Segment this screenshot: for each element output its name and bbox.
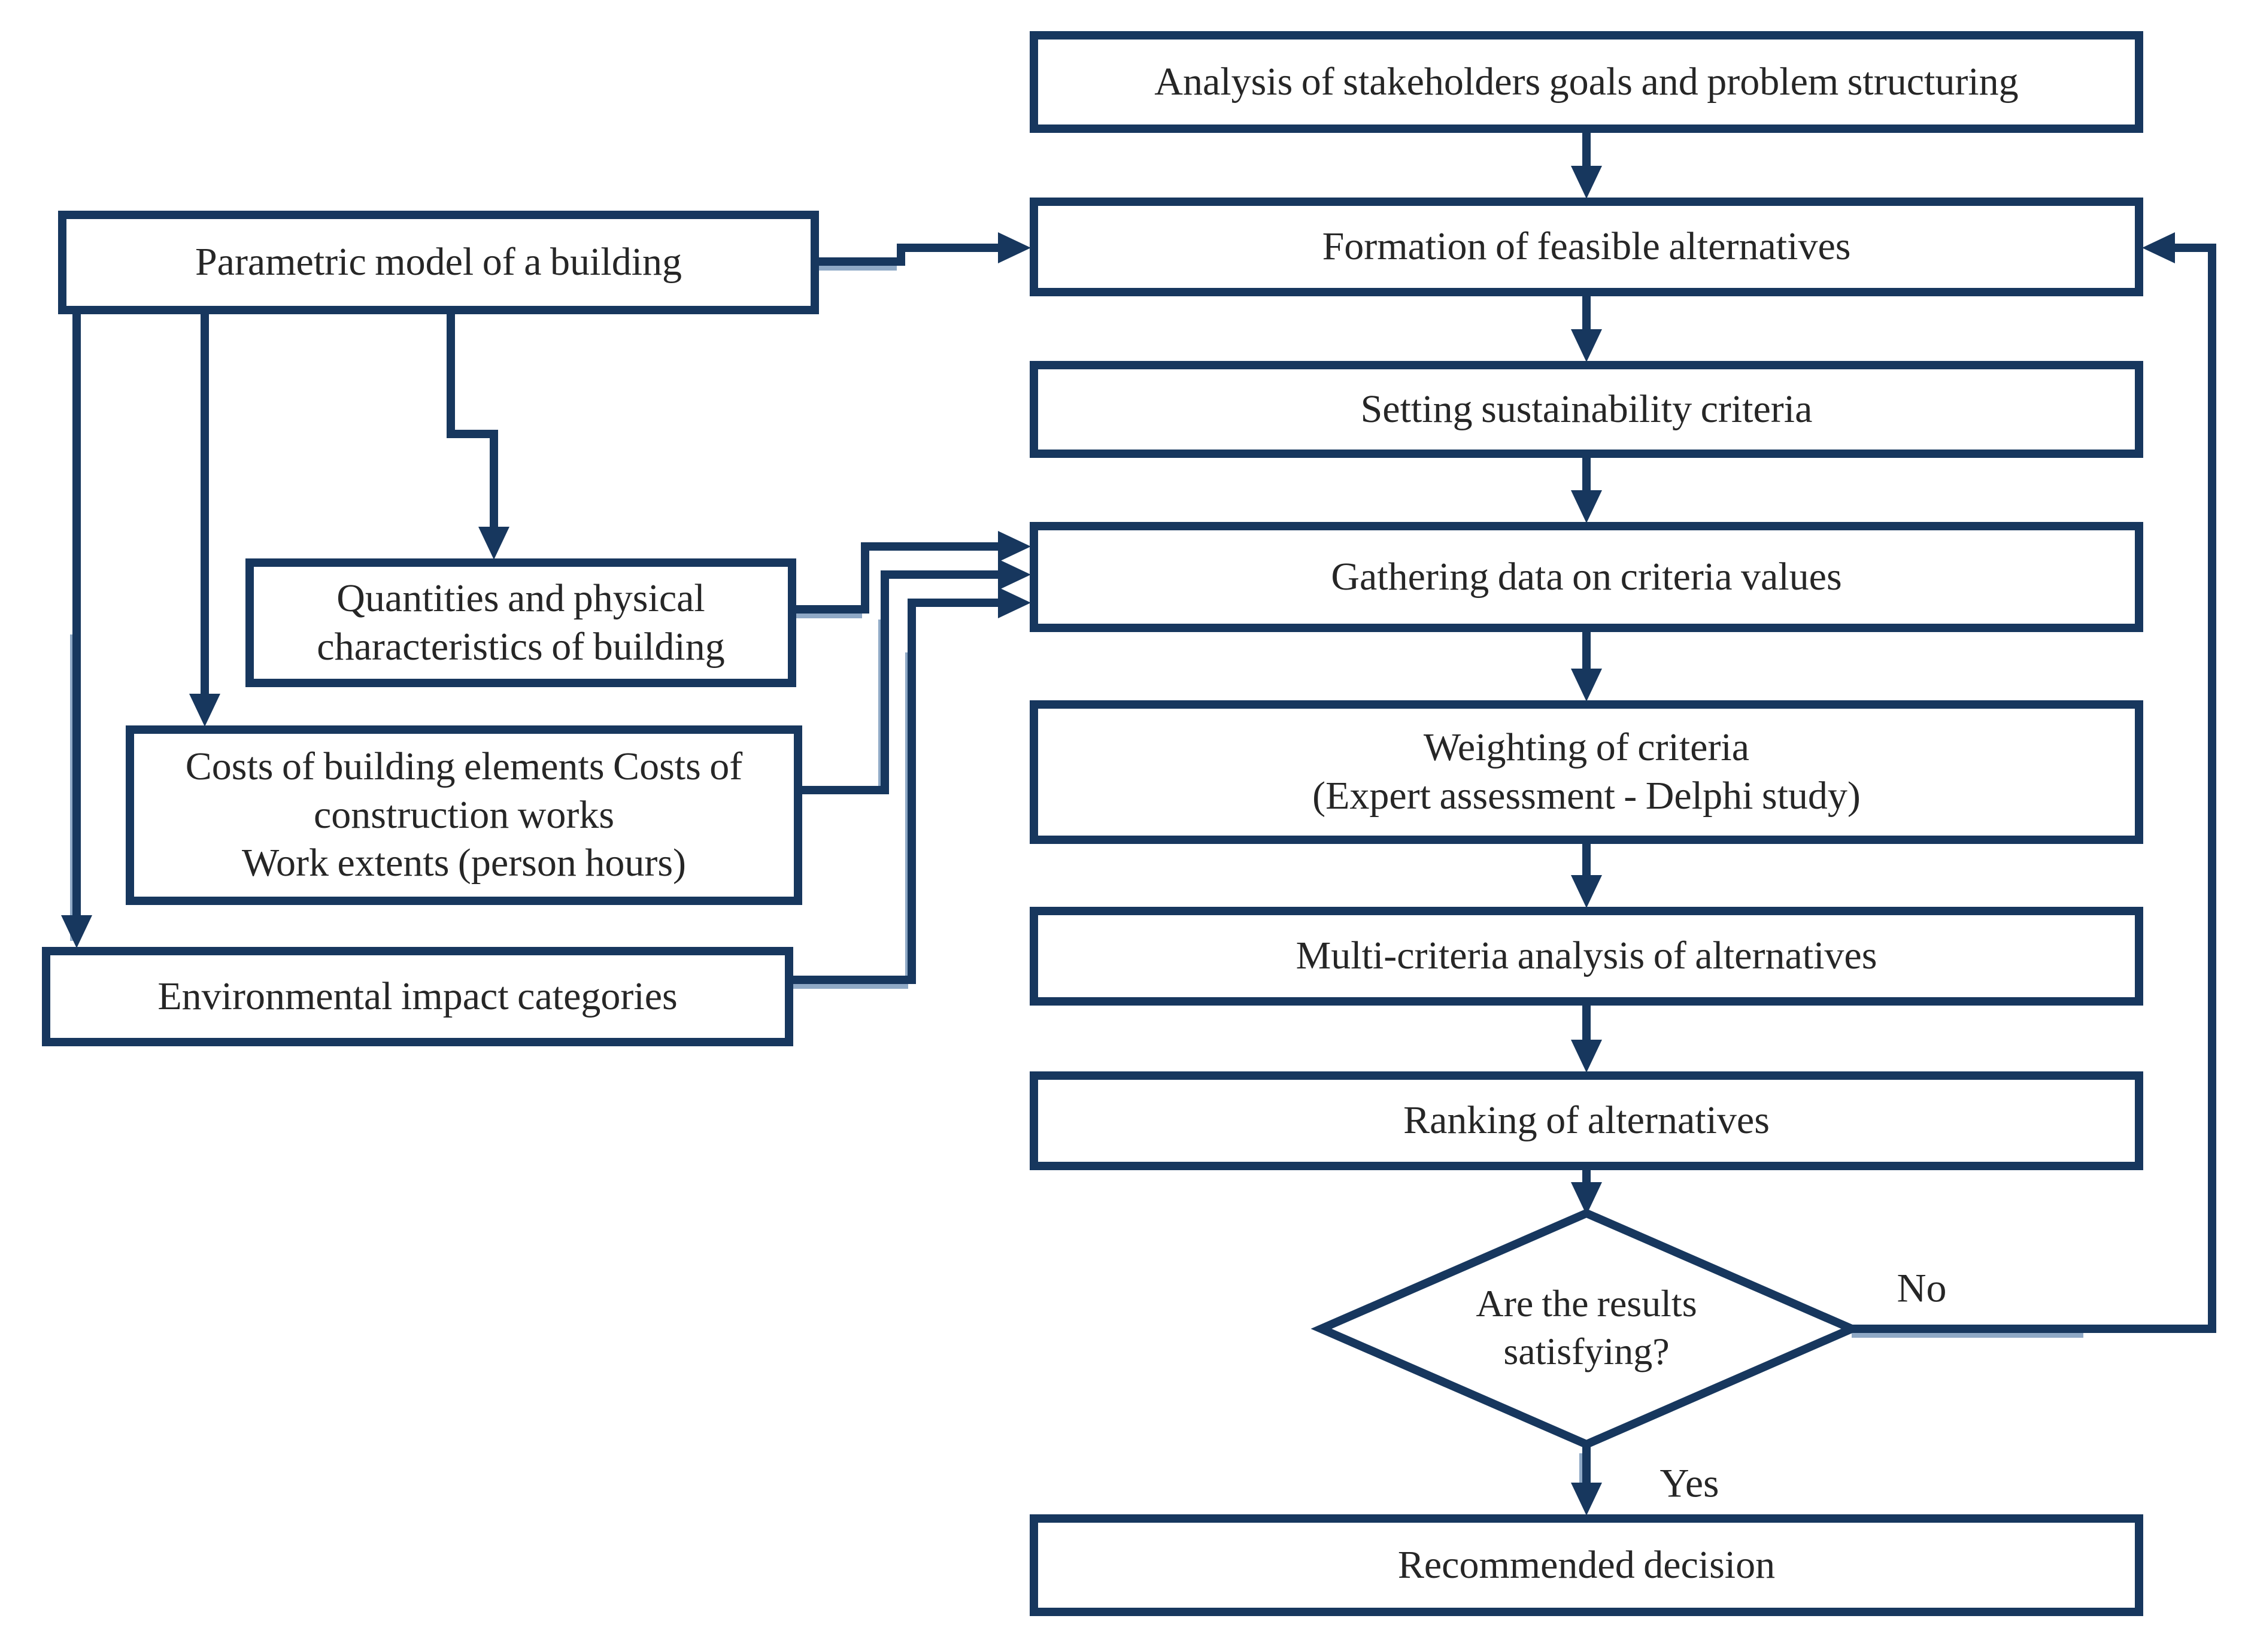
arrowhead-formation-top bbox=[1571, 166, 1602, 199]
box-ranking: Ranking of alternatives bbox=[1030, 1071, 2143, 1170]
box-multicriteria: Multi-criteria analysis of alternatives bbox=[1030, 907, 2143, 1006]
arrowhead-costs-top bbox=[189, 694, 220, 727]
arrowhead-gathering-left-3 bbox=[998, 587, 1031, 618]
arrowhead-formation-left bbox=[998, 232, 1031, 263]
edge-label-no: No bbox=[1897, 1265, 1947, 1311]
arrowhead-gathering-left-2 bbox=[998, 559, 1031, 590]
box-recommended: Recommended decision bbox=[1030, 1514, 2143, 1616]
connector-environmental-to-gathering bbox=[793, 599, 1007, 984]
box-environmental: Environmental impact categories bbox=[42, 947, 793, 1046]
arrowhead-group bbox=[61, 166, 2175, 1516]
connector-parametric-to-formation bbox=[819, 244, 1007, 266]
decision-label: Are the results satisfying? bbox=[1476, 1282, 1697, 1372]
box-recommended-label: Recommended decision bbox=[1397, 1542, 1776, 1587]
connector-parametric-to-quantities bbox=[447, 314, 498, 536]
box-quantities: Quantities and physical characteristics … bbox=[245, 558, 796, 687]
arrowhead-decision-top bbox=[1571, 1182, 1602, 1215]
box-gathering: Gathering data on criteria values bbox=[1030, 522, 2143, 632]
box-costs: Costs of building elements Costs of cons… bbox=[126, 725, 802, 905]
connector-quantities-to-gathering bbox=[796, 542, 1007, 614]
arrowhead-weighting-top bbox=[1571, 669, 1602, 702]
arrowhead-multicriteria-top bbox=[1571, 875, 1602, 908]
arrowhead-gathering-top bbox=[1571, 490, 1602, 523]
box-environmental-label: Environmental impact categories bbox=[157, 974, 678, 1018]
box-weighting-label: Weighting of criteria (Expert assessment… bbox=[1312, 725, 1861, 818]
box-weighting: Weighting of criteria (Expert assessment… bbox=[1030, 700, 2143, 844]
arrowhead-ranking-top bbox=[1571, 1040, 1602, 1073]
box-setting: Setting sustainability criteria bbox=[1030, 361, 2143, 458]
box-setting-label: Setting sustainability criteria bbox=[1360, 387, 1813, 431]
box-analysis-label: Analysis of stakeholders goals and probl… bbox=[1154, 59, 2019, 104]
box-gathering-label: Gathering data on criteria values bbox=[1331, 554, 1842, 599]
decision-diamond bbox=[1310, 1208, 1862, 1449]
arrowhead-recommended-top bbox=[1571, 1483, 1602, 1516]
box-costs-label: Costs of building elements Costs of cons… bbox=[185, 745, 743, 885]
arrowhead-setting-top bbox=[1571, 329, 1602, 362]
box-formation: Formation of feasible alternatives bbox=[1030, 198, 2143, 296]
box-parametric: Parametric model of a building bbox=[58, 211, 819, 314]
arrowhead-quantities-top bbox=[478, 527, 509, 560]
box-parametric-label: Parametric model of a building bbox=[195, 240, 682, 284]
box-analysis: Analysis of stakeholders goals and probl… bbox=[1030, 31, 2143, 133]
edge-label-yes: Yes bbox=[1659, 1460, 1719, 1506]
box-ranking-label: Ranking of alternatives bbox=[1403, 1098, 1770, 1143]
connector-no-loop-to-formation bbox=[1852, 244, 2216, 1333]
arrowhead-gathering-left-1 bbox=[998, 531, 1031, 562]
box-multicriteria-label: Multi-criteria analysis of alternatives bbox=[1296, 934, 1877, 978]
arrowhead-formation-right bbox=[2142, 232, 2175, 263]
box-formation-label: Formation of feasible alternatives bbox=[1322, 224, 1851, 269]
connector-costs-to-gathering bbox=[802, 570, 1007, 794]
box-quantities-label: Quantities and physical characteristics … bbox=[317, 576, 725, 669]
arrowhead-environmental-top bbox=[61, 915, 92, 948]
